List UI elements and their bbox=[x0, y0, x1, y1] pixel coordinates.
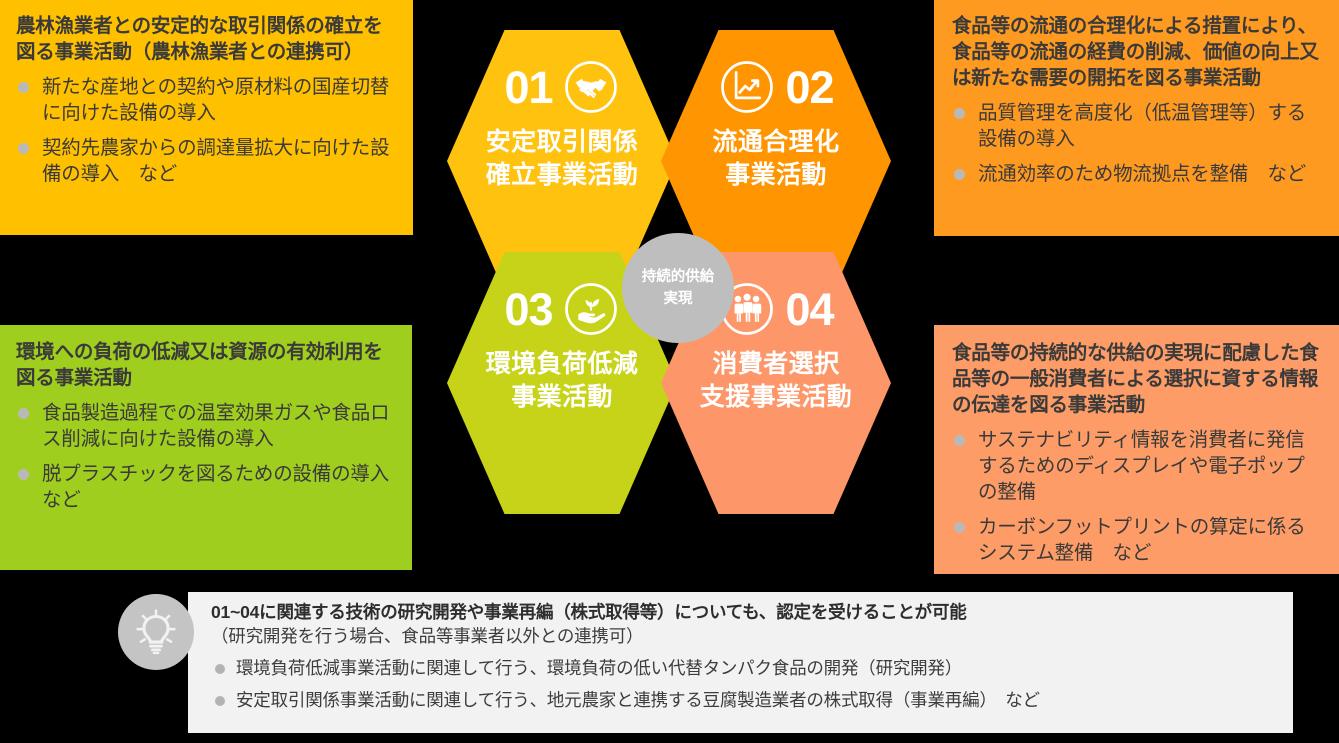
list-item-text: 脱プラスチックを図るための設備の導入 など bbox=[42, 463, 409, 512]
list-item: 新たな産地との契約や原材料の国産切替に向けた設備の導入 bbox=[16, 74, 395, 126]
hexagon-02-label: 流通合理化 事業活動 bbox=[661, 126, 891, 193]
list-item: 食品製造過程での温室効果ガスや食品ロス削減に向けた設備の導入 bbox=[16, 400, 394, 452]
hexagon-04-label: 消費者選択 支援事業活動 bbox=[661, 348, 891, 415]
hexagon-03-number: 03 bbox=[504, 283, 553, 335]
list-item: 流通効率のため物流拠点を整備 など bbox=[952, 161, 1323, 187]
handshake-icon bbox=[562, 58, 620, 116]
list-item-text: 新たな産地との契約や原材料の国産切替に向けた設備の導入 bbox=[42, 75, 390, 124]
hexagon-02-label-line2: 事業活動 bbox=[725, 161, 827, 190]
panel-02-list: 品質管理を高度化（低温管理等）する設備の導入 流通効率のため物流拠点を整備 など bbox=[952, 100, 1323, 187]
bottom-note-list: 環境負荷低減事業活動に関連して行う、環境負荷の低い代替タンパク食品の開発（研究開… bbox=[211, 657, 1293, 713]
list-item: サステナビリティ情報を消費者に発信するためのディスプレイや電子ポップの整備 bbox=[952, 427, 1323, 505]
bullet-icon bbox=[18, 469, 29, 481]
bullet-icon bbox=[215, 663, 225, 674]
panel-03-title: 環境への負荷の低減又は資源の有効利用を図る事業活動 bbox=[16, 341, 383, 389]
bottom-note-subtitle: （研究開発を行う場合、食品等事業者以外との連携可） bbox=[211, 625, 644, 646]
list-item-text: カーボンフットプリントの算定に係るシステム整備 など bbox=[978, 516, 1306, 565]
list-item: 品質管理を高度化（低温管理等）する設備の導入 bbox=[952, 100, 1323, 152]
center-badge-line2: 実現 bbox=[663, 291, 693, 307]
panel-01-list: 新たな産地との契約や原材料の国産切替に向けた設備の導入 契約先農家からの調達量拡… bbox=[16, 74, 395, 188]
hexagon-03-label: 環境負荷低減 事業活動 bbox=[447, 348, 677, 415]
hexagon-02-header: 02 bbox=[661, 56, 891, 118]
hand-sprout-icon bbox=[562, 280, 620, 338]
hexagon-04-label-line2: 支援事業活動 bbox=[699, 383, 853, 412]
hexagon-02-number: 02 bbox=[785, 61, 834, 113]
list-item: 契約先農家からの調達量拡大に向けた設備の導入 など bbox=[16, 135, 395, 187]
hexagon-02-label-line1: 流通合理化 bbox=[712, 128, 840, 156]
bullet-icon bbox=[954, 522, 965, 534]
bullet-icon bbox=[18, 408, 29, 420]
panel-distribution-rationalization: 食品等の流通の合理化による措置により、食品等の流通の経費の削減、価値の向上又は新… bbox=[934, 0, 1339, 236]
panel-04-title: 食品等の持続的な供給の実現に配慮した食品等の一般消費者による選択に資する情報の伝… bbox=[952, 342, 1319, 416]
hexagon-03-label-line1: 環境負荷低減 bbox=[485, 350, 639, 378]
hexagon-cluster: 01 bbox=[447, 30, 892, 514]
list-item-text: 流通効率のため物流拠点を整備 など bbox=[978, 163, 1307, 186]
hexagon-01-header: 01 bbox=[447, 56, 677, 118]
center-badge-sustainable-supply: 持続的供給 実現 bbox=[622, 233, 734, 343]
list-item: 安定取引関係事業活動に関連して行う、地元農家と連携する豆腐製造業者の株式取得（事… bbox=[211, 689, 1293, 712]
hexagon-04-number: 04 bbox=[785, 283, 834, 335]
bottom-note-title: 01~04に関連する技術の研究開発や事業再編（株式取得等）についても、認定を受け… bbox=[211, 602, 967, 622]
panel-environmental-load-reduction: 環境への負荷の低減又は資源の有効利用を図る事業活動 食品製造過程での温室効果ガス… bbox=[0, 325, 412, 570]
hexagon-03-label-line2: 事業活動 bbox=[511, 383, 613, 412]
panel-01-title: 農林漁業者との安定的な取引関係の確立を図る事業活動（農林漁業者との連携可） bbox=[16, 15, 383, 63]
hexagon-01-label-line1: 安定取引関係 bbox=[485, 128, 639, 156]
panel-stable-transaction: 農林漁業者との安定的な取引関係の確立を図る事業活動（農林漁業者との連携可） 新た… bbox=[0, 0, 413, 235]
hexagon-01-number: 01 bbox=[504, 61, 553, 113]
list-item-text: 品質管理を高度化（低温管理等）する設備の導入 bbox=[978, 101, 1307, 150]
list-item-text: 安定取引関係事業活動に関連して行う、地元農家と連携する豆腐製造業者の株式取得（事… bbox=[236, 690, 1040, 711]
panel-02-title: 食品等の流通の合理化による措置により、食品等の流通の経費の削減、価値の向上又は新… bbox=[952, 15, 1319, 89]
bullet-icon bbox=[18, 82, 29, 94]
bullet-icon bbox=[215, 696, 225, 707]
list-item: 環境負荷低減事業活動に関連して行う、環境負荷の低い代替タンパク食品の開発（研究開… bbox=[211, 657, 1293, 680]
bullet-icon bbox=[18, 143, 29, 155]
hexagon-01-label: 安定取引関係 確立事業活動 bbox=[447, 126, 677, 193]
list-item: 脱プラスチックを図るための設備の導入 など bbox=[16, 461, 409, 513]
panel-03-list: 食品製造過程での温室効果ガスや食品ロス削減に向けた設備の導入 脱プラスチックを図… bbox=[16, 400, 409, 514]
hexagon-03-header: 03 bbox=[447, 278, 677, 340]
bottom-note-panel: 01~04に関連する技術の研究開発や事業再編（株式取得等）についても、認定を受け… bbox=[188, 592, 1293, 733]
hexagon-04-header: 04 bbox=[661, 278, 891, 340]
panel-04-list: サステナビリティ情報を消費者に発信するためのディスプレイや電子ポップの整備 カー… bbox=[952, 427, 1323, 567]
hexagon-01-label-line2: 確立事業活動 bbox=[485, 161, 639, 190]
list-item-text: サステナビリティ情報を消費者に発信するためのディスプレイや電子ポップの整備 bbox=[978, 428, 1305, 504]
bullet-icon bbox=[954, 107, 965, 119]
list-item-text: 環境負荷低減事業活動に関連して行う、環境負荷の低い代替タンパク食品の開発（研究開… bbox=[236, 657, 963, 678]
list-item: カーボンフットプリントの算定に係るシステム整備 など bbox=[952, 514, 1323, 566]
bullet-icon bbox=[954, 434, 965, 446]
bullet-icon bbox=[954, 169, 965, 181]
center-badge-line1: 持続的供給 bbox=[641, 268, 715, 285]
growth-chart-icon bbox=[718, 58, 776, 116]
panel-consumer-choice-support: 食品等の持続的な供給の実現に配慮した食品等の一般消費者による選択に資する情報の伝… bbox=[934, 325, 1339, 574]
list-item-text: 契約先農家からの調達量拡大に向けた設備の導入 など bbox=[42, 137, 390, 186]
list-item-text: 食品製造過程での温室効果ガスや食品ロス削減に向けた設備の導入 bbox=[42, 401, 390, 450]
hexagon-04-label-line1: 消費者選択 bbox=[712, 350, 840, 378]
lightbulb-icon bbox=[118, 594, 194, 670]
